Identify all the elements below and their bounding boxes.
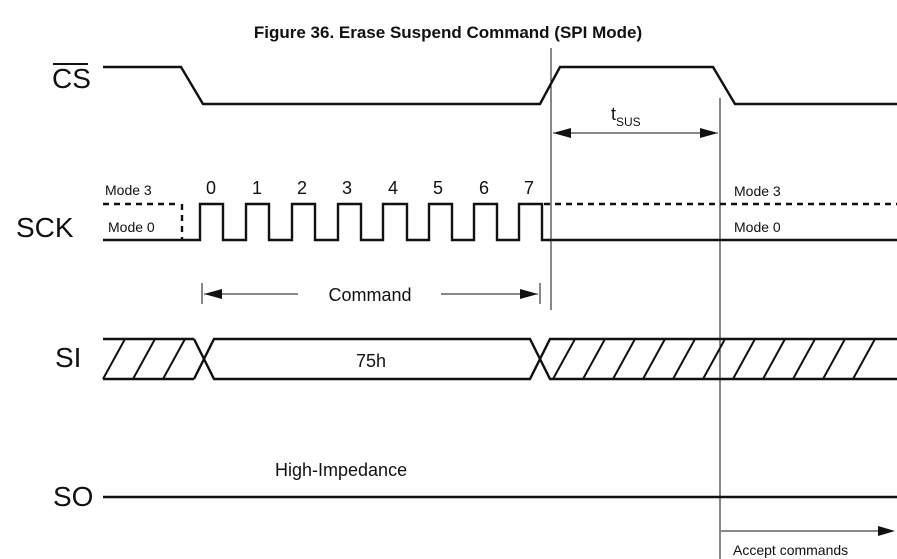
sck-mode0-right-label: Mode 0 [734, 219, 781, 235]
command-span-arrow [201, 283, 541, 304]
accept-commands-arrow [721, 526, 895, 536]
sck-waveform [103, 202, 897, 242]
sck-mode3-right-label: Mode 3 [734, 183, 781, 199]
clock-number-6: 6 [479, 178, 489, 198]
clock-number-1: 1 [252, 178, 262, 198]
accept-commands-label: Accept commands [733, 542, 848, 558]
si-value-label: 75h [356, 351, 386, 371]
sck-label: SCK [16, 212, 74, 243]
cs-waveform [103, 65, 897, 106]
clock-number-2: 2 [297, 178, 307, 198]
so-state-label: High-Impedance [275, 460, 407, 480]
cs-label: CS [52, 63, 91, 94]
clock-number-7: 7 [524, 178, 534, 198]
si-label: SI [55, 342, 81, 373]
tsus-arrow [553, 128, 718, 138]
sck-mode3-left-label: Mode 3 [105, 182, 152, 198]
so-label: SO [53, 481, 93, 512]
clock-number-4: 4 [388, 178, 398, 198]
figure-title: Figure 36. Erase Suspend Command (SPI Mo… [254, 23, 642, 42]
clock-number-0: 0 [206, 178, 216, 198]
command-label: Command [328, 285, 411, 305]
si-waveform [102, 337, 897, 381]
clock-number-5: 5 [433, 178, 443, 198]
sck-mode0-left-label: Mode 0 [108, 219, 155, 235]
clock-number-3: 3 [342, 178, 352, 198]
tsus-label: tSUS [611, 104, 641, 129]
